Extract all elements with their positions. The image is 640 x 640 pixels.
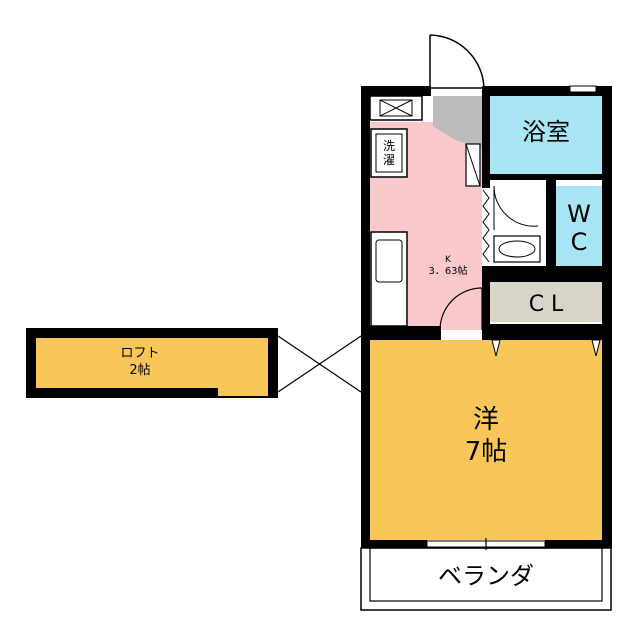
loft <box>26 328 278 398</box>
closet-floor <box>490 282 602 322</box>
wc-floor <box>556 186 602 266</box>
entrance-door <box>429 34 485 89</box>
washbasin <box>493 235 541 263</box>
western-label-2: 7帖 <box>465 437 508 467</box>
kitchen-label-1: K <box>445 255 452 265</box>
balcony-label: ベランダ <box>438 562 534 590</box>
walls <box>361 86 612 548</box>
wc-label-1: W <box>567 200 591 228</box>
storage-x <box>369 95 423 121</box>
kitchen-sink <box>370 231 408 327</box>
western-floor <box>370 340 602 540</box>
kitchen-label-2: 3．63帖 <box>428 264 467 277</box>
bath-label: 浴室 <box>522 118 570 146</box>
wc-label-2: C <box>571 228 588 256</box>
washer-box <box>370 128 408 178</box>
western-label-1: 洋 <box>473 405 499 435</box>
closet-label: C L <box>529 292 564 317</box>
washer-label-2: 濯 <box>383 153 395 167</box>
loft-label-2: 2帖 <box>129 363 150 378</box>
loft-label-1: ロフト <box>120 346 159 361</box>
bath-floor <box>490 96 602 174</box>
entrance-floor <box>433 96 482 148</box>
washer-label-1: 洗 <box>383 139 395 153</box>
